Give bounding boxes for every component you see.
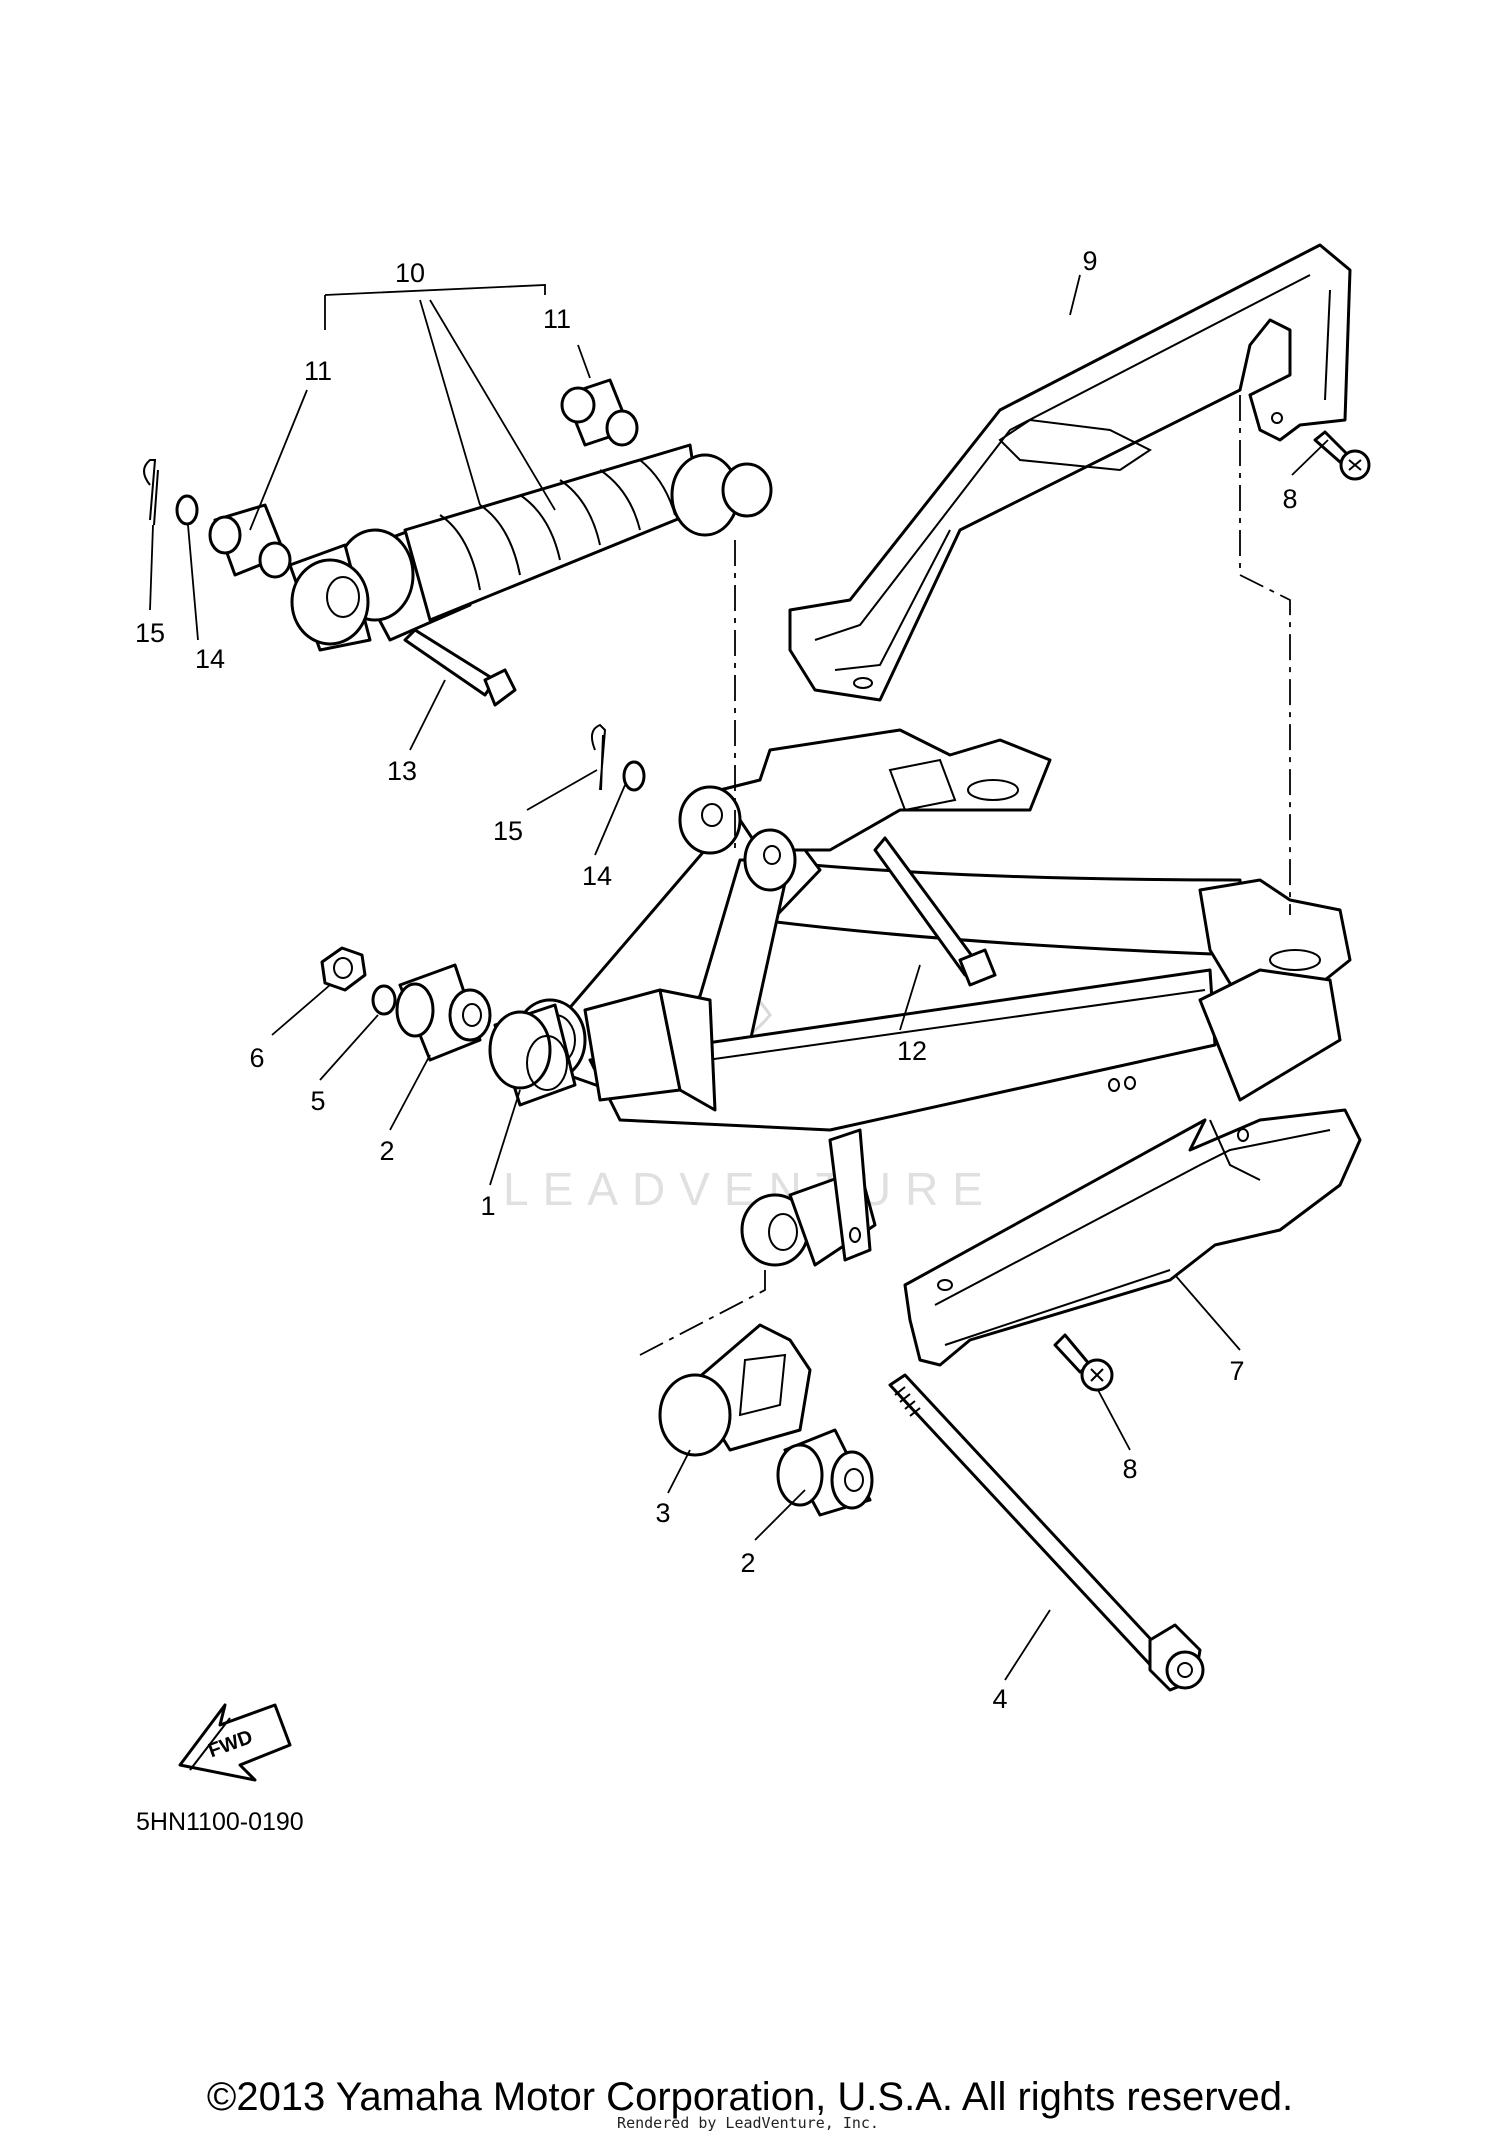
washer-part-5[interactable] [371,984,397,1016]
bolt-part-8-top[interactable] [1313,430,1371,481]
watermark-text: LEADVENTURE [503,1163,997,1215]
callout-3: 3 [655,1498,670,1528]
callouts: 10 11 11 9 8 15 14 13 15 14 12 6 5 2 1 7… [135,246,1298,1714]
washer-part-14-mid[interactable] [622,760,646,792]
leader-lines [149,274,1329,1681]
callout-15-top: 15 [135,618,165,648]
washer-part-14-top[interactable] [175,494,199,526]
callout-14-mid: 14 [582,861,612,891]
cotter-pin-part-15-top[interactable] [143,459,159,526]
fwd-arrow-icon [178,1703,292,1782]
callout-8-bottom: 8 [1122,1454,1137,1484]
callout-4: 4 [992,1684,1007,1714]
chain-guard-part-9[interactable] [788,243,1352,702]
callout-5: 5 [310,1086,325,1116]
callout-2-upper: 2 [379,1136,394,1166]
pivot-shaft-part-4[interactable] [888,1373,1205,1692]
callout-11-left: 11 [304,356,332,386]
cotter-pin-part-15-mid[interactable] [590,723,607,791]
collar-part-11-left[interactable] [208,503,292,579]
callout-1: 1 [480,1191,495,1221]
chain-slider-part-3[interactable] [658,1323,812,1457]
bolt-part-12[interactable] [873,836,997,987]
bolt-part-8-bottom[interactable] [1053,1333,1114,1392]
bushing-part-2-lower[interactable] [776,1428,874,1517]
callout-2-lower: 2 [740,1548,755,1578]
alignment-lines [639,395,1291,1356]
diagram-code: 5HN1100-0190 [136,1808,304,1836]
callout-15-mid: 15 [493,816,523,846]
callout-7: 7 [1229,1356,1244,1386]
bushing-part-2-upper[interactable] [395,963,492,1062]
callout-11-right: 11 [543,304,571,334]
callout-8-top: 8 [1282,484,1297,514]
callout-9: 9 [1082,246,1097,276]
callout-13: 13 [387,756,417,786]
callout-12: 12 [897,1036,927,1066]
rear-shock-absorber-part-10[interactable] [288,443,773,652]
chain-guard-part-7[interactable] [903,1108,1362,1367]
callout-14-top: 14 [195,644,225,674]
bolt-part-13[interactable] [403,628,517,707]
bushing-part-1[interactable] [488,1003,577,1107]
callout-10: 10 [395,258,425,288]
copyright-notice: ©2013 Yamaha Motor Corporation, U.S.A. A… [207,2075,1293,2119]
callout-6: 6 [249,1043,264,1073]
nut-part-6[interactable] [320,946,367,992]
rendered-by-notice: Rendered by LeadVenture, Inc. [617,2114,879,2132]
collar-part-11-right[interactable] [560,378,639,447]
